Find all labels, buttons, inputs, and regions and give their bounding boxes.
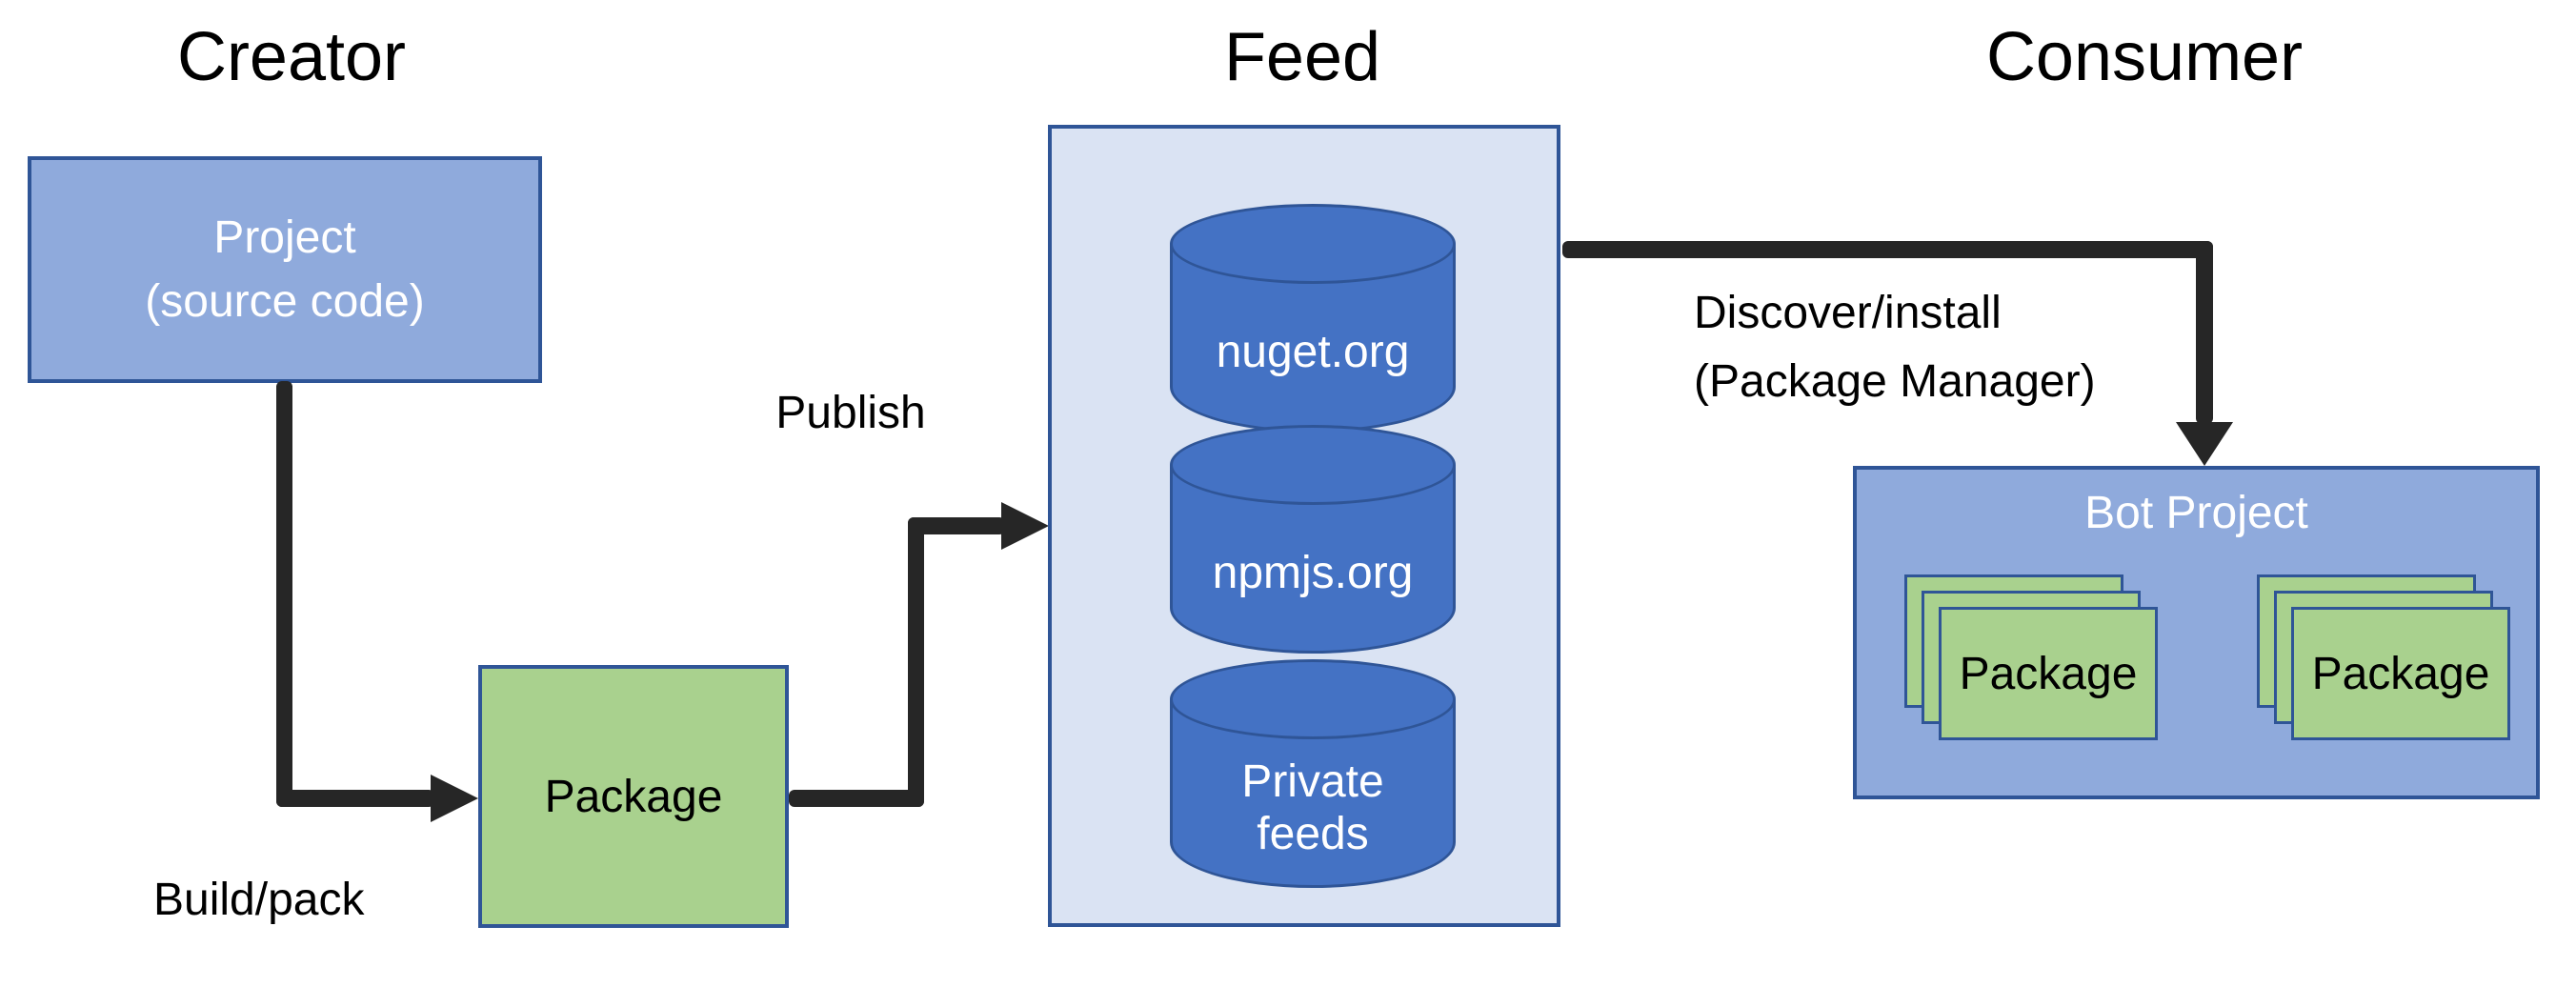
discover-install-label-line2: (Package Manager) <box>1694 356 2096 407</box>
cylinder-top-ellipse <box>1170 425 1456 505</box>
package-stack-left: Package <box>1904 574 2158 740</box>
discover-arrow-vertical-segment <box>2196 241 2213 424</box>
publish-arrow-upper-segment <box>908 517 1005 534</box>
discover-arrow-horizontal-segment <box>1562 241 2213 258</box>
consumer-title: Consumer <box>1985 19 2304 95</box>
publish-arrow-lower-segment <box>789 790 924 807</box>
cylinder-nuget-org: nuget.org <box>1170 204 1456 433</box>
cylinder-label: npmjs.org <box>1170 505 1456 642</box>
bot-project-title: Bot Project <box>2084 488 2308 538</box>
build-pack-arrow-horizontal-segment <box>276 790 434 807</box>
publish-arrow-vertical-segment <box>908 517 924 807</box>
cylinder-private-feeds: Private feeds <box>1170 659 1456 888</box>
cylinder-body <box>1170 699 1456 888</box>
cylinder-npmjs-org: npmjs.org <box>1170 425 1456 654</box>
cylinder-label-text: npmjs.org <box>1212 548 1414 599</box>
publish-arrow-head <box>1001 502 1049 550</box>
build-pack-arrow-vertical-segment <box>276 381 292 807</box>
publish-label: Publish <box>775 388 926 438</box>
cylinder-top-ellipse <box>1170 204 1456 284</box>
package-card-front: Package <box>2291 607 2510 740</box>
cylinder-label: nuget.org <box>1170 284 1456 421</box>
cylinder-label-text: Private feeds <box>1241 755 1384 859</box>
package-card-label: Package <box>1959 648 2138 699</box>
feed-title: Feed <box>1223 19 1381 95</box>
cylinder-top-ellipse <box>1170 659 1456 739</box>
creator-title: Creator <box>176 19 407 95</box>
project-box-label-line1: Project <box>213 212 356 263</box>
package-stack-right: Package <box>2257 574 2510 740</box>
discover-arrow-head <box>2176 422 2233 466</box>
discover-install-label-line1: Discover/install <box>1694 288 2002 338</box>
package-box: Package <box>478 665 789 928</box>
package-card-label: Package <box>2311 648 2490 699</box>
project-box-label-line2: (source code) <box>145 276 425 327</box>
cylinder-label: Private feeds <box>1170 739 1456 876</box>
build-pack-label: Build/pack <box>153 875 365 925</box>
package-card-front: Package <box>1939 607 2158 740</box>
cylinder-label-text: nuget.org <box>1216 327 1410 378</box>
package-box-label: Package <box>544 771 723 822</box>
build-pack-arrow-head <box>431 775 478 822</box>
project-box: Project (source code) <box>28 156 542 383</box>
discover-install-label: Discover/install (Package Manager) <box>1694 279 2096 416</box>
